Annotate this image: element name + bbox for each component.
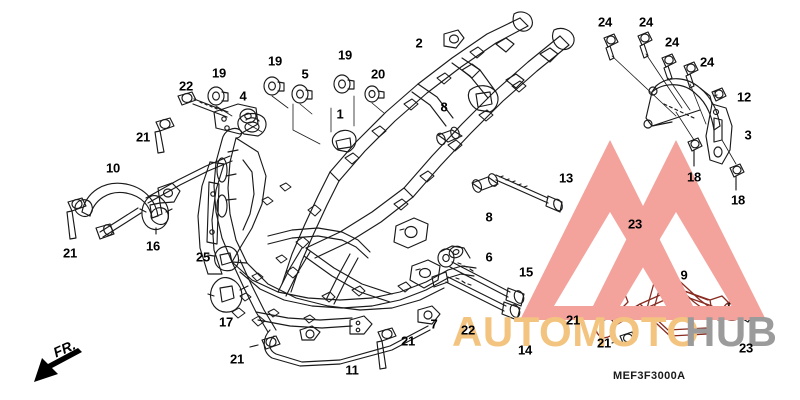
callout-number-17: 17 bbox=[218, 314, 234, 330]
callout-number-21: 21 bbox=[229, 351, 245, 367]
callout-number-8: 8 bbox=[485, 209, 493, 225]
callout-number-25: 25 bbox=[195, 249, 211, 265]
part-number-code: MEF3F3000A bbox=[613, 370, 686, 382]
watermark-logo bbox=[520, 140, 766, 320]
callout-number-13: 13 bbox=[558, 170, 574, 186]
callout-number-24: 24 bbox=[597, 14, 613, 30]
watermark-text-automoto: AUTOMOTO bbox=[452, 308, 699, 355]
callout-number-8: 8 bbox=[440, 99, 448, 115]
callout-number-22: 22 bbox=[460, 322, 476, 338]
callout-number-24: 24 bbox=[638, 14, 654, 30]
callout-number-7: 7 bbox=[430, 316, 438, 332]
callout-number-18: 18 bbox=[686, 169, 702, 185]
callout-number-24: 24 bbox=[699, 54, 715, 70]
callout-number-15: 15 bbox=[518, 264, 534, 280]
callout-number-4: 4 bbox=[239, 88, 247, 104]
callout-number-9: 9 bbox=[680, 267, 688, 283]
callout-number-1: 1 bbox=[336, 106, 344, 122]
callout-number-11: 11 bbox=[345, 362, 359, 378]
callout-number-10: 10 bbox=[105, 160, 121, 176]
callout-number-21: 21 bbox=[596, 335, 612, 351]
callout-number-16: 16 bbox=[145, 238, 161, 254]
callout-number-19: 19 bbox=[337, 47, 353, 63]
callout-number-23: 23 bbox=[738, 340, 754, 356]
callout-number-18: 18 bbox=[730, 192, 746, 208]
front-direction-arrow bbox=[34, 348, 82, 382]
callout-number-2: 2 bbox=[415, 35, 423, 51]
callout-number-22: 22 bbox=[178, 78, 194, 94]
callout-number-23: 23 bbox=[627, 216, 643, 232]
callout-number-19: 19 bbox=[267, 53, 283, 69]
callout-number-21: 21 bbox=[400, 333, 416, 349]
callout-number-3: 3 bbox=[744, 127, 752, 143]
callout-number-5: 5 bbox=[301, 66, 309, 82]
watermark-text-hub: HUB bbox=[685, 308, 778, 355]
callout-number-19: 19 bbox=[211, 65, 227, 81]
callout-number-21: 21 bbox=[62, 245, 78, 261]
callout-number-24: 24 bbox=[664, 34, 680, 50]
callout-number-6: 6 bbox=[485, 249, 493, 265]
callout-number-12: 12 bbox=[736, 89, 752, 105]
callout-number-21: 21 bbox=[565, 312, 581, 328]
callout-number-14: 14 bbox=[517, 342, 533, 358]
callout-number-21: 21 bbox=[135, 129, 151, 145]
callout-number-20: 20 bbox=[370, 66, 386, 82]
